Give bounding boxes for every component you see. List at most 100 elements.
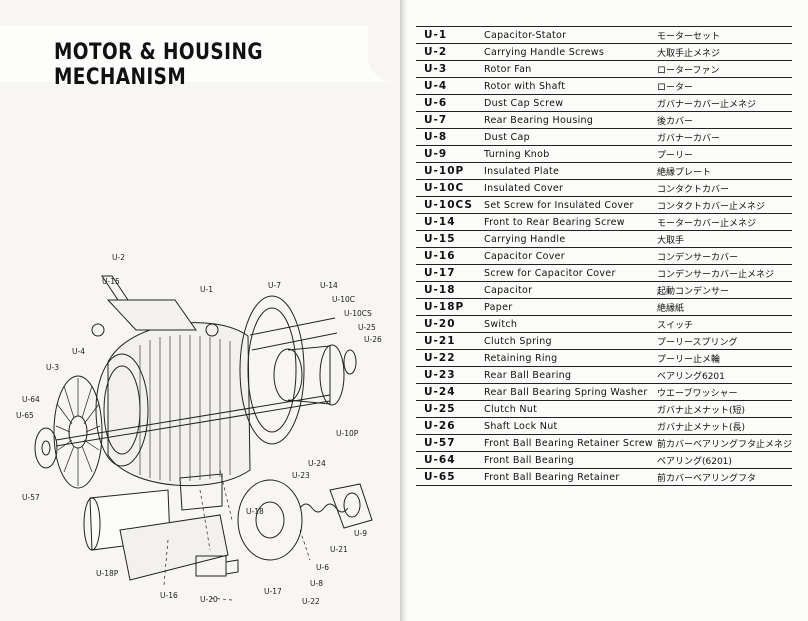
part-code: U-17 [416,264,479,282]
part-code: U-8 [416,128,479,146]
part-name-en: Rear Ball Bearing [478,366,653,384]
page-title: MOTOR & HOUSING MECHANISM [54,40,263,90]
part-name-ja: 後カバー [652,111,792,129]
part-name-ja: コンデンサーカバー止メネジ [652,264,792,282]
part-name-en: Rear Bearing Housing [478,111,653,129]
clutch-spring [299,503,349,513]
part-name-en: Front to Rear Bearing Screw [478,213,653,231]
part-name-ja: 絶縁プレート [652,162,792,180]
dust-cap [237,479,303,561]
part-name-ja: 大取手止メネジ [652,43,792,61]
callout-u-14: U-14 [320,281,338,290]
part-code: U-6 [416,94,479,112]
part-code: U-25 [416,400,479,418]
part-code: U-10P [416,162,479,180]
callout-u-4: U-4 [72,347,85,356]
part-name-ja: コンデンサーカバー [652,247,792,265]
part-name-ja: モーターセット [652,26,792,44]
callout-labels: U-2 U-15 U-1 U-7 U-14 U-10C U-10CS U-25 … [16,253,382,606]
callout-u-10cs: U-10CS [344,309,372,318]
part-name-en: Carrying Handle [478,230,653,248]
callout-u-9: U-9 [354,529,367,538]
part-code: U-20 [416,315,479,333]
part-name-ja: 絶縁紙 [652,298,792,316]
part-name-en: Dust Cap Screw [478,94,653,112]
part-code: U-64 [416,451,479,469]
part-name-en: Insulated Plate [478,162,653,180]
part-code: U-21 [416,332,479,350]
callout-u-10c: U-10C [332,295,355,304]
callout-u-18: U-18 [246,507,264,516]
insulated-cover [319,344,345,406]
part-name-ja: ベアリング6201 [652,366,792,384]
part-name-ja: ガバナ止メナット(長) [652,417,792,435]
callout-u-18p: U-18P [96,569,119,578]
carrying-handle [106,299,197,331]
callout-u-22: U-22 [302,597,320,606]
part-code: U-24 [416,383,479,401]
part-name-en: Turning Knob [478,145,653,163]
part-code: U-22 [416,349,479,367]
callout-u-57: U-57 [22,493,40,502]
part-name-en: Rotor Fan [478,60,653,78]
callout-u-21: U-21 [330,545,348,554]
callout-u-24: U-24 [308,459,326,468]
part-name-ja: モーターカバー止メネジ [652,213,792,231]
title-banner [0,26,398,82]
part-code: U-1 [416,26,479,44]
rear-housing [239,295,305,445]
part-name-ja: ガバナーカバー [652,128,792,146]
part-code: U-10CS [416,196,479,214]
stator-front-face [95,353,149,467]
part-name-en: Front Ball Bearing [478,451,653,469]
rotor-shaft [55,394,331,447]
part-name-en: Carrying Handle Screws [478,43,653,61]
part-name-en: Rotor with Shaft [478,77,653,95]
part-name-en: Front Ball Bearing Retainer [478,468,653,486]
part-code: U-14 [416,213,479,231]
part-code: U-16 [416,247,479,265]
exploded-diagram: U-2 U-15 U-1 U-7 U-14 U-10C U-10CS U-25 … [16,253,382,606]
part-name-ja: ガバナーカバー止メネジ [652,94,792,112]
part-code: U-4 [416,77,479,95]
part-code: U-26 [416,417,479,435]
part-name-ja: 大取手 [652,230,792,248]
part-name-en: Front Ball Bearing Retainer Screw [478,434,653,452]
turning-knob [329,483,373,529]
part-name-en: Dust Cap [478,128,653,146]
left-page: MOTOR & HOUSING MECHANISM [0,0,400,621]
callout-u-25: U-25 [358,323,376,332]
part-name-en: Rear Ball Bearing Spring Washer [478,383,653,401]
part-name-en: Screw for Capacitor Cover [478,264,653,282]
callout-u-65: U-65 [16,411,34,420]
part-name-en: Capacitor [478,281,653,299]
part-code: U-57 [416,434,479,452]
stator-body [107,322,251,487]
part-code: U-23 [416,366,479,384]
callout-u-8: U-8 [310,579,323,588]
part-name-en: Set Screw for Insulated Cover [478,196,653,214]
callout-u-20: U-20 [200,595,218,604]
